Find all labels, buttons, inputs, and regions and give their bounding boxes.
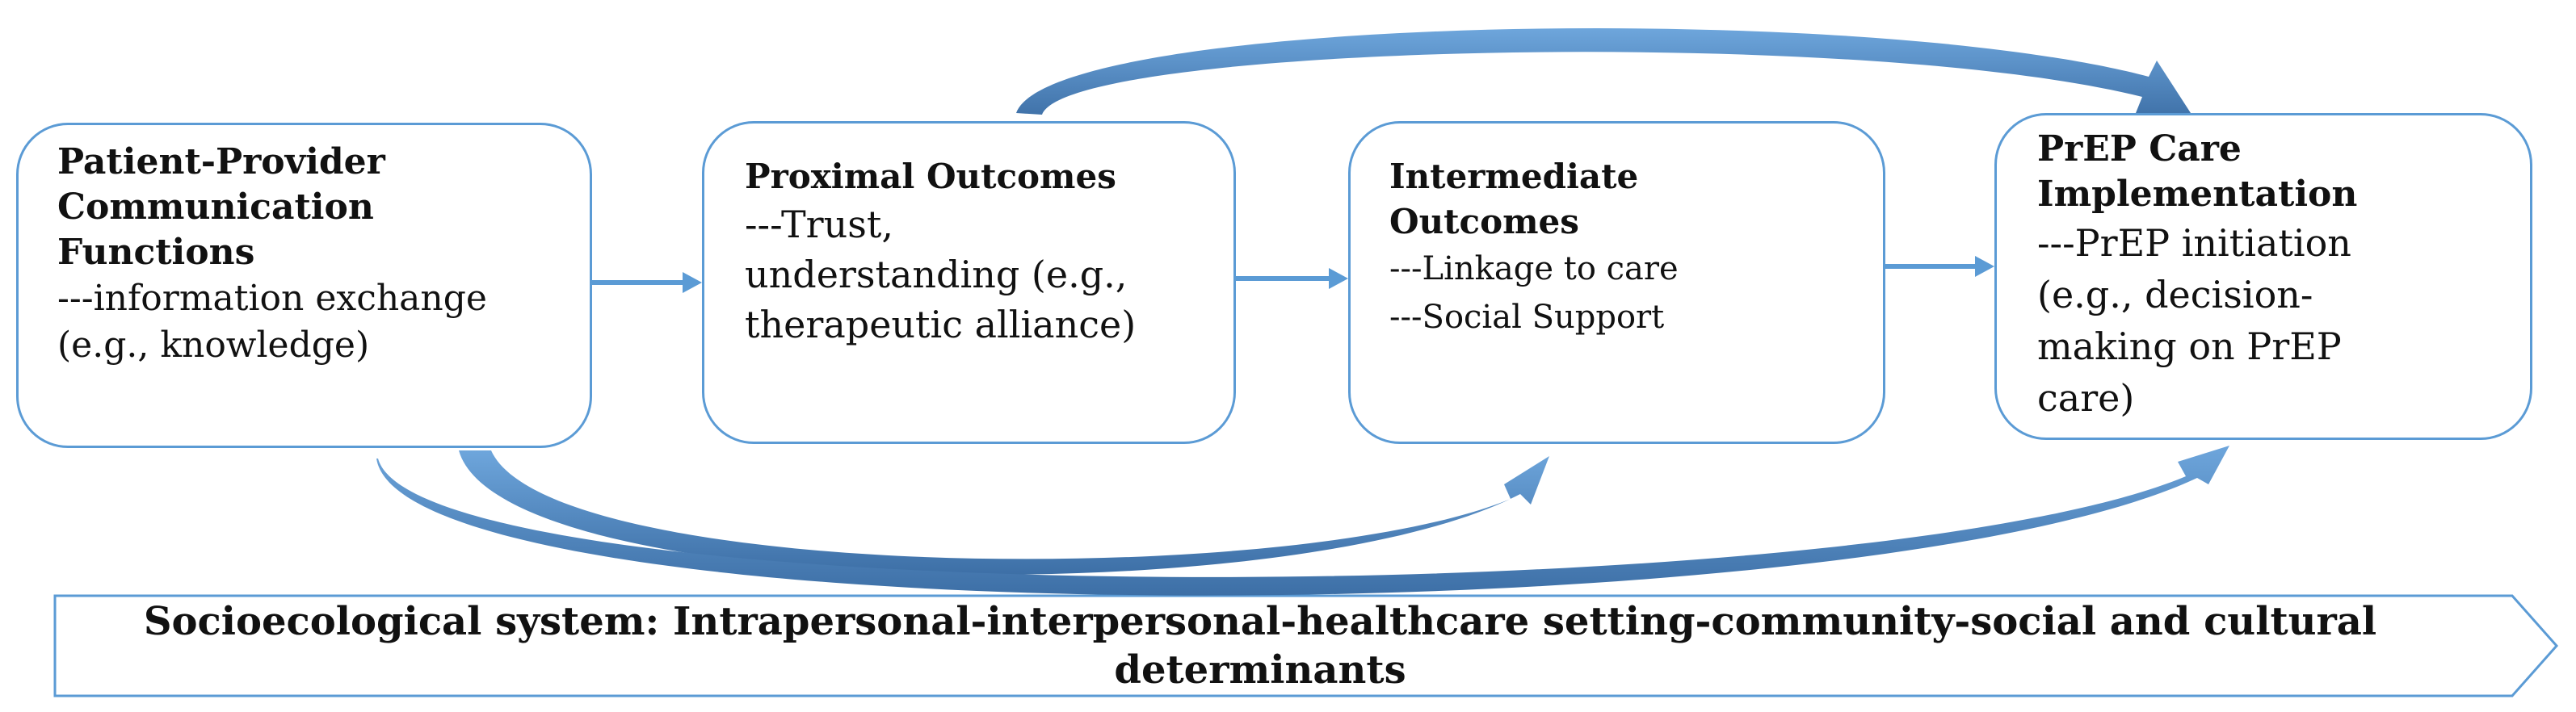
box-title-line: Proximal Outcomes	[745, 157, 1116, 196]
box-title-line: Outcomes	[1389, 202, 1579, 241]
socioecological-caption: Socioecological system: Intrapersonal-in…	[48, 597, 2472, 694]
box-body-line: therapeutic alliance)	[745, 303, 1137, 346]
box-title-line: Communication	[57, 186, 374, 228]
straight-arrow-communication-to-proximal	[592, 272, 702, 293]
socioecological-band	[53, 594, 2559, 697]
straight-arrow-proximal-to-intermediate	[1236, 268, 1348, 289]
box-body-line: ---Linkage to care	[1389, 250, 1679, 287]
box-title-line: PrEP Care	[2037, 128, 2242, 170]
straight-arrow-intermediate-to-prep	[1885, 256, 1994, 277]
box-title-line: Patient-Provider	[57, 141, 385, 182]
box-intermediate-outcomes: Intermediate Outcomes ---Linkage to care…	[1348, 121, 1885, 444]
box-title-line: Implementation	[2037, 174, 2358, 215]
box-body-line: making on PrEP	[2037, 325, 2342, 368]
box-body-line: ---PrEP initiation	[2037, 221, 2351, 265]
curved-arrow-proximal-to-prep	[1016, 28, 2191, 121]
box-body-line: (e.g., knowledge)	[57, 325, 370, 366]
box-body-line: ---Social Support	[1389, 299, 1665, 336]
box-body-line: understanding (e.g.,	[745, 253, 1128, 296]
curved-arrow-communication-to-intermediate	[459, 450, 1549, 575]
caption-line: determinants	[1114, 647, 1406, 693]
box-body-line: ---Trust,	[745, 203, 893, 246]
box-proximal-outcomes: Proximal Outcomes ---Trust, understandin…	[702, 121, 1236, 444]
box-title-line: Functions	[57, 232, 255, 273]
box-body-line: ---information exchange	[57, 278, 487, 319]
box-body-line: care)	[2037, 376, 2135, 420]
box-body-line: (e.g., decision-	[2037, 273, 2313, 316]
box-prep-care-implementation: PrEP Care Implementation ---PrEP initiat…	[1994, 113, 2532, 440]
box-communication-functions: Patient-Provider Communication Functions…	[16, 123, 592, 448]
caption-line: Socioecological system: Intrapersonal-in…	[143, 599, 2377, 644]
box-title-line: Intermediate	[1389, 157, 1639, 196]
curved-arrow-communication-to-prep	[376, 446, 2229, 596]
